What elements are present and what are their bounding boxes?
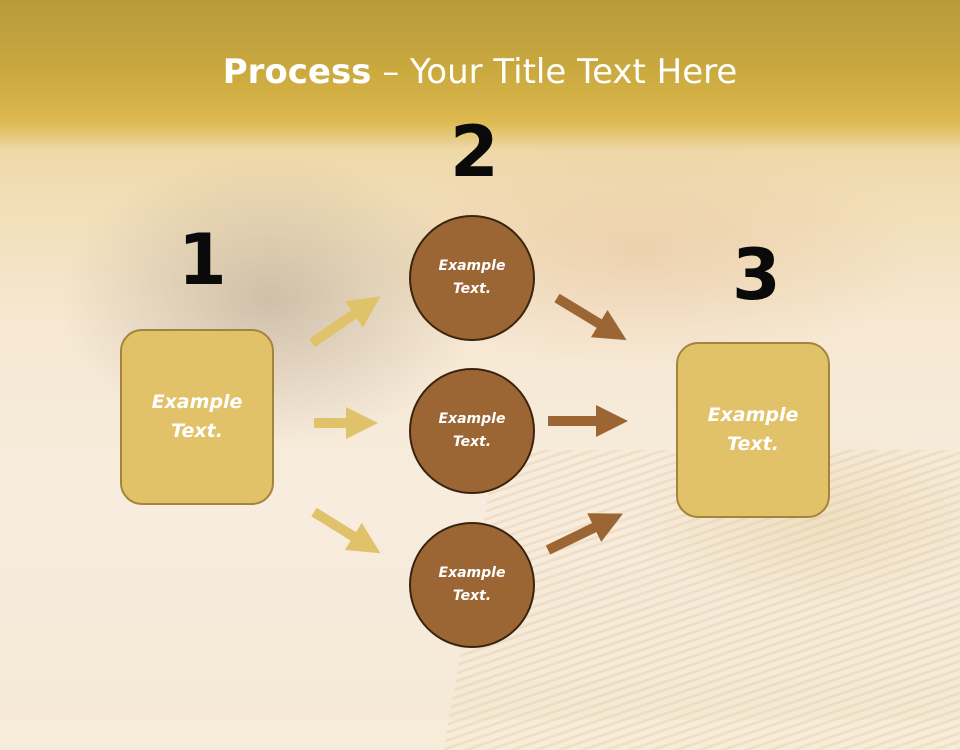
- circle-middle[interactable]: Example Text.: [409, 368, 535, 494]
- circle-middle-text: Example Text.: [438, 411, 506, 450]
- arrow-circle-top-to-3: [554, 293, 627, 341]
- arrow-circle-bottom-to-3: [545, 513, 623, 555]
- title-rest: – Your Title Text Here: [371, 52, 738, 92]
- arrow-1-to-circle-top: [309, 296, 381, 348]
- circle-bottom-text: Example Text.: [438, 565, 506, 604]
- circle-top[interactable]: Example Text.: [409, 215, 535, 341]
- circle-bottom[interactable]: Example Text.: [409, 522, 535, 648]
- arrows-layer: [309, 293, 628, 555]
- step-number-2: 2: [450, 111, 499, 193]
- step-1-box[interactable]: Example Text.: [120, 329, 274, 505]
- step-number-3: 3: [732, 234, 781, 316]
- step-3-box[interactable]: Example Text.: [676, 342, 830, 518]
- step-1-text: Example Text.: [151, 391, 243, 442]
- title-band: [0, 0, 960, 150]
- step-3-text: Example Text.: [707, 404, 799, 455]
- slide-title[interactable]: Process – Your Title Text Here: [0, 52, 960, 92]
- title-bold: Process: [222, 52, 372, 92]
- circle-top-text: Example Text.: [438, 258, 506, 297]
- step-number-1: 1: [178, 219, 227, 301]
- arrow-1-to-circle-bottom: [311, 507, 381, 554]
